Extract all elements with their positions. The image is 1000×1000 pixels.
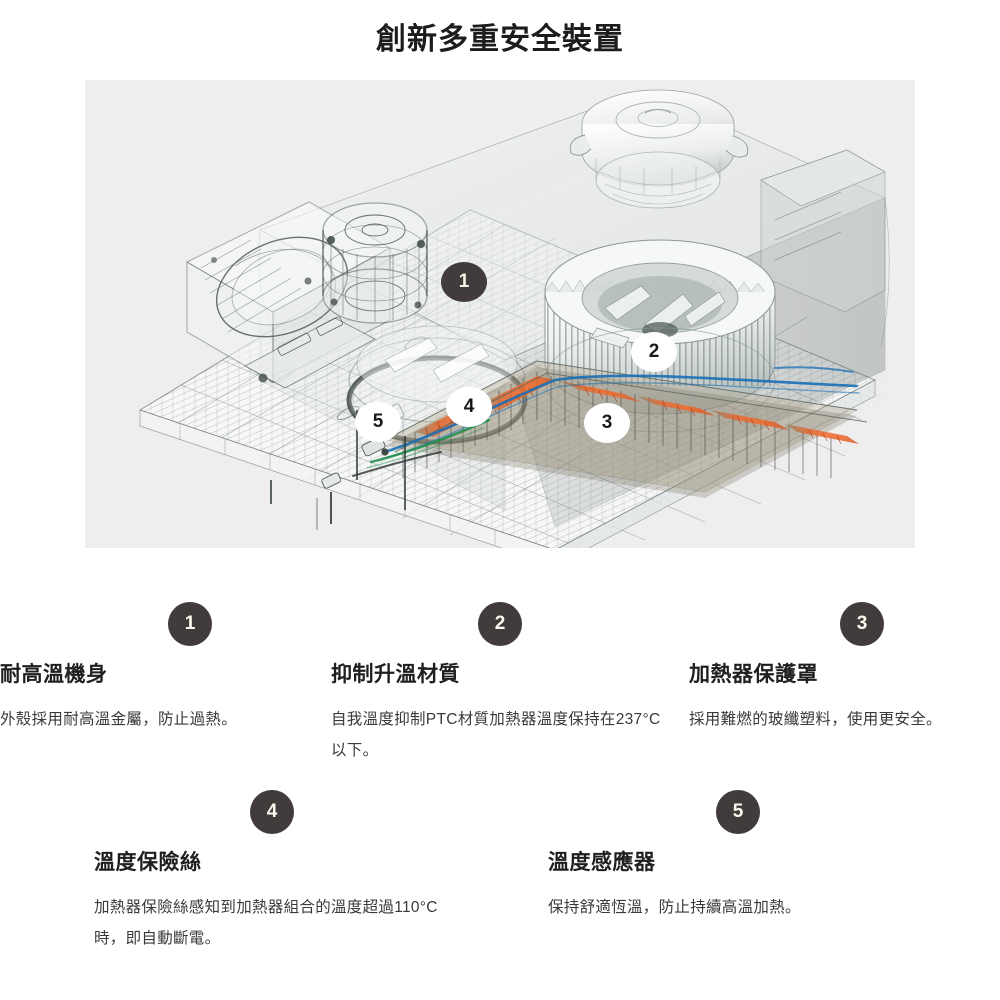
callout-number: 3: [601, 412, 613, 433]
feature-title-3: 加熱器保護罩: [689, 663, 818, 686]
callout-number: 2: [648, 341, 660, 362]
diagram-callout-1[interactable]: 1: [441, 262, 487, 302]
wiring-harness: [352, 366, 860, 477]
product-cutaway-diagram: 1 2 3 4 5: [85, 80, 915, 548]
diagram-callout-5[interactable]: 5: [355, 402, 401, 442]
diagram-callout-4[interactable]: 4: [446, 387, 492, 427]
feature-title-1: 耐高溫機身: [0, 663, 108, 686]
feature-title-4: 溫度保險絲: [94, 851, 202, 874]
diagram-callout-3[interactable]: 3: [584, 403, 630, 443]
feature-title-2: 抑制升溫材質: [331, 663, 460, 686]
feature-badge-number: 3: [856, 613, 868, 634]
feature-badge-3: 3: [840, 602, 884, 646]
feature-desc-2: 自我溫度抑制PTC材質加熱器溫度保持在237°C以下。: [331, 711, 661, 759]
feature-badge-5: 5: [716, 790, 760, 834]
diagram-callout-2[interactable]: 2: [631, 332, 677, 372]
callout-number: 4: [463, 396, 475, 417]
feature-desc-5: 保持舒適恆溫，防止持續高溫加熱。: [548, 899, 801, 916]
fan-motor: [569, 89, 749, 209]
feature-badge-number: 4: [266, 801, 278, 822]
product-wireframe-illustration: [85, 80, 915, 548]
feature-badge-1: 1: [168, 602, 212, 646]
control-box: [760, 149, 886, 313]
feature-desc-3: 採用難燃的玻纖塑料，使用更安全。: [689, 711, 942, 728]
auxiliary-blower-cage: [322, 202, 428, 324]
feature-badge-number: 5: [732, 801, 744, 822]
feature-badge-number: 1: [184, 613, 196, 634]
page-title: 創新多重安全裝置: [376, 23, 624, 56]
feature-desc-4: 加熱器保險絲感知到加熱器組合的溫度超過110°C時，即自動斷電。: [94, 899, 438, 947]
feature-badge-4: 4: [250, 790, 294, 834]
temperature-sensor-part: [316, 472, 342, 530]
callout-number: 1: [458, 271, 470, 292]
feature-badge-2: 2: [478, 602, 522, 646]
feature-title-5: 溫度感應器: [548, 851, 656, 874]
feature-badge-number: 2: [494, 613, 506, 634]
feature-list: 1 耐高溫機身 外殼採用耐高溫金屬，防止過熱。 2 抑制升溫材質 自我溫度抑制P…: [0, 592, 1000, 1000]
callout-number: 5: [372, 411, 384, 432]
feature-desc-1: 外殼採用耐高溫金屬，防止過熱。: [0, 711, 238, 728]
